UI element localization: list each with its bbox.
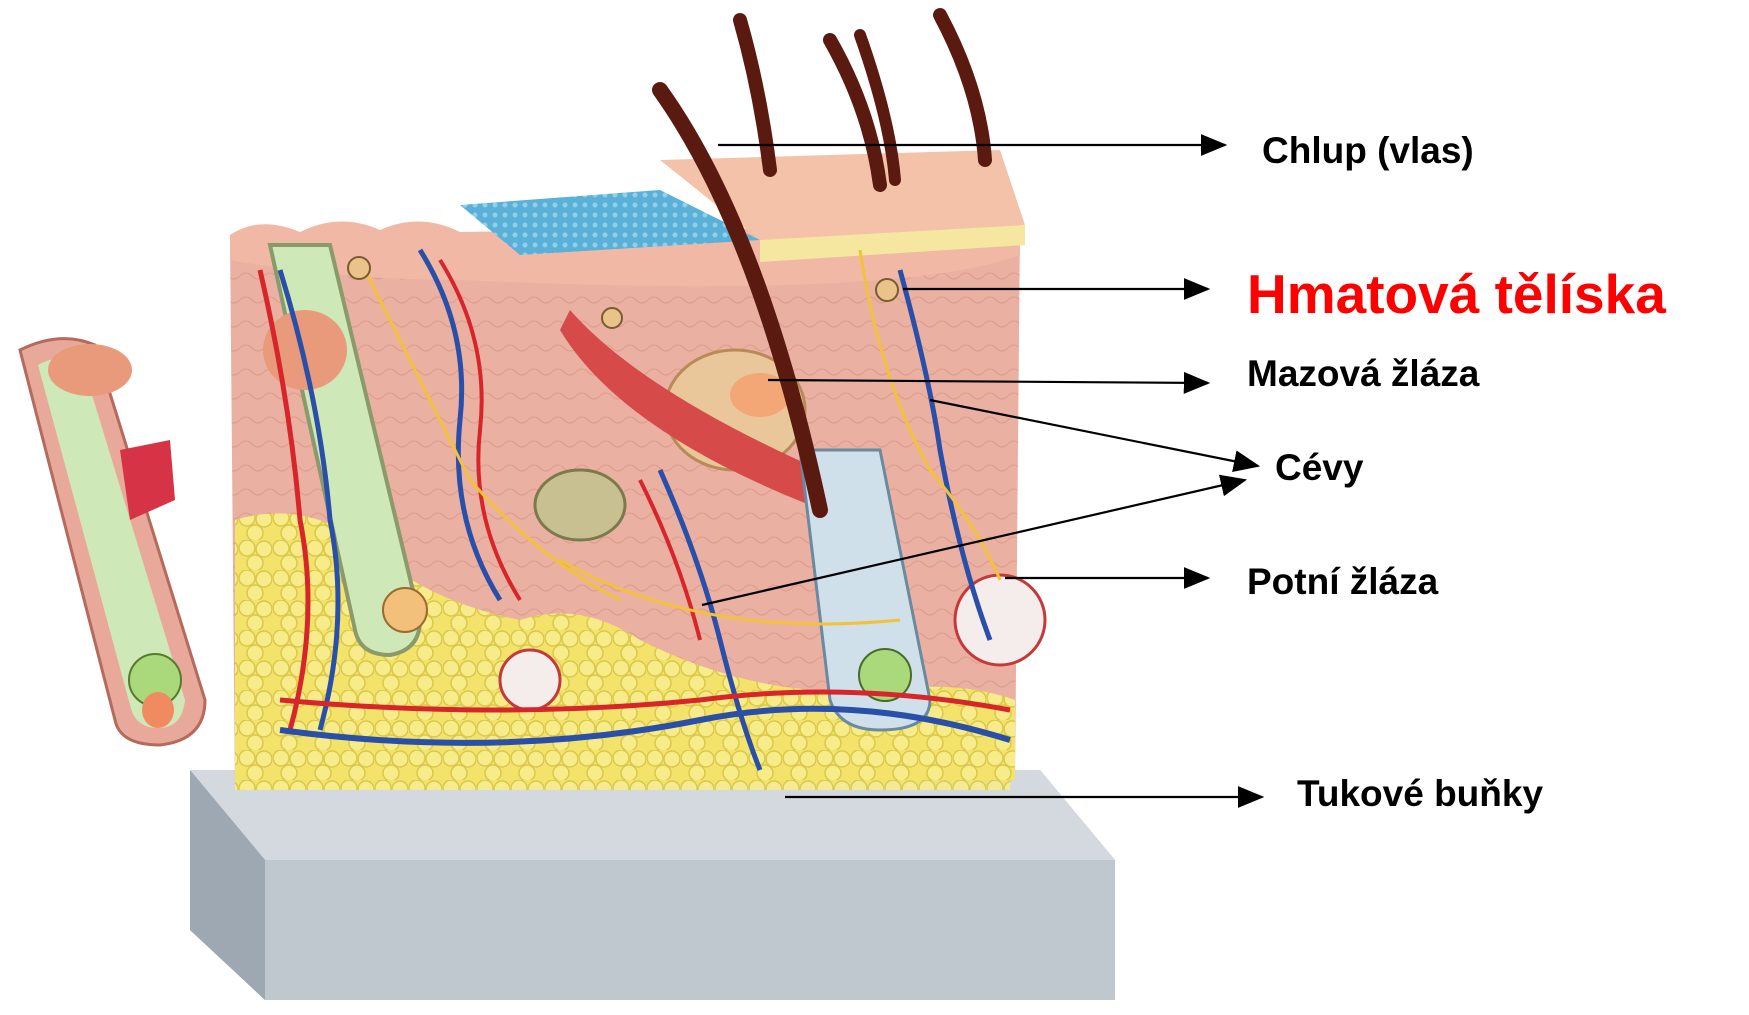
- label-sweat-gland: Potní žláza: [1247, 561, 1438, 603]
- label-touch-corpuscles: Hmatová tělíska: [1247, 262, 1666, 326]
- follicle-section-model: [20, 339, 205, 745]
- label-fat-cells: Tukové buňky: [1297, 773, 1543, 815]
- skin-block: [230, 150, 1045, 790]
- label-vessels: Cévy: [1275, 447, 1363, 489]
- label-hair: Chlup (vlas): [1262, 130, 1474, 172]
- label-sebaceous-gland: Mazová žláza: [1247, 353, 1479, 395]
- model-base: [190, 770, 1115, 1000]
